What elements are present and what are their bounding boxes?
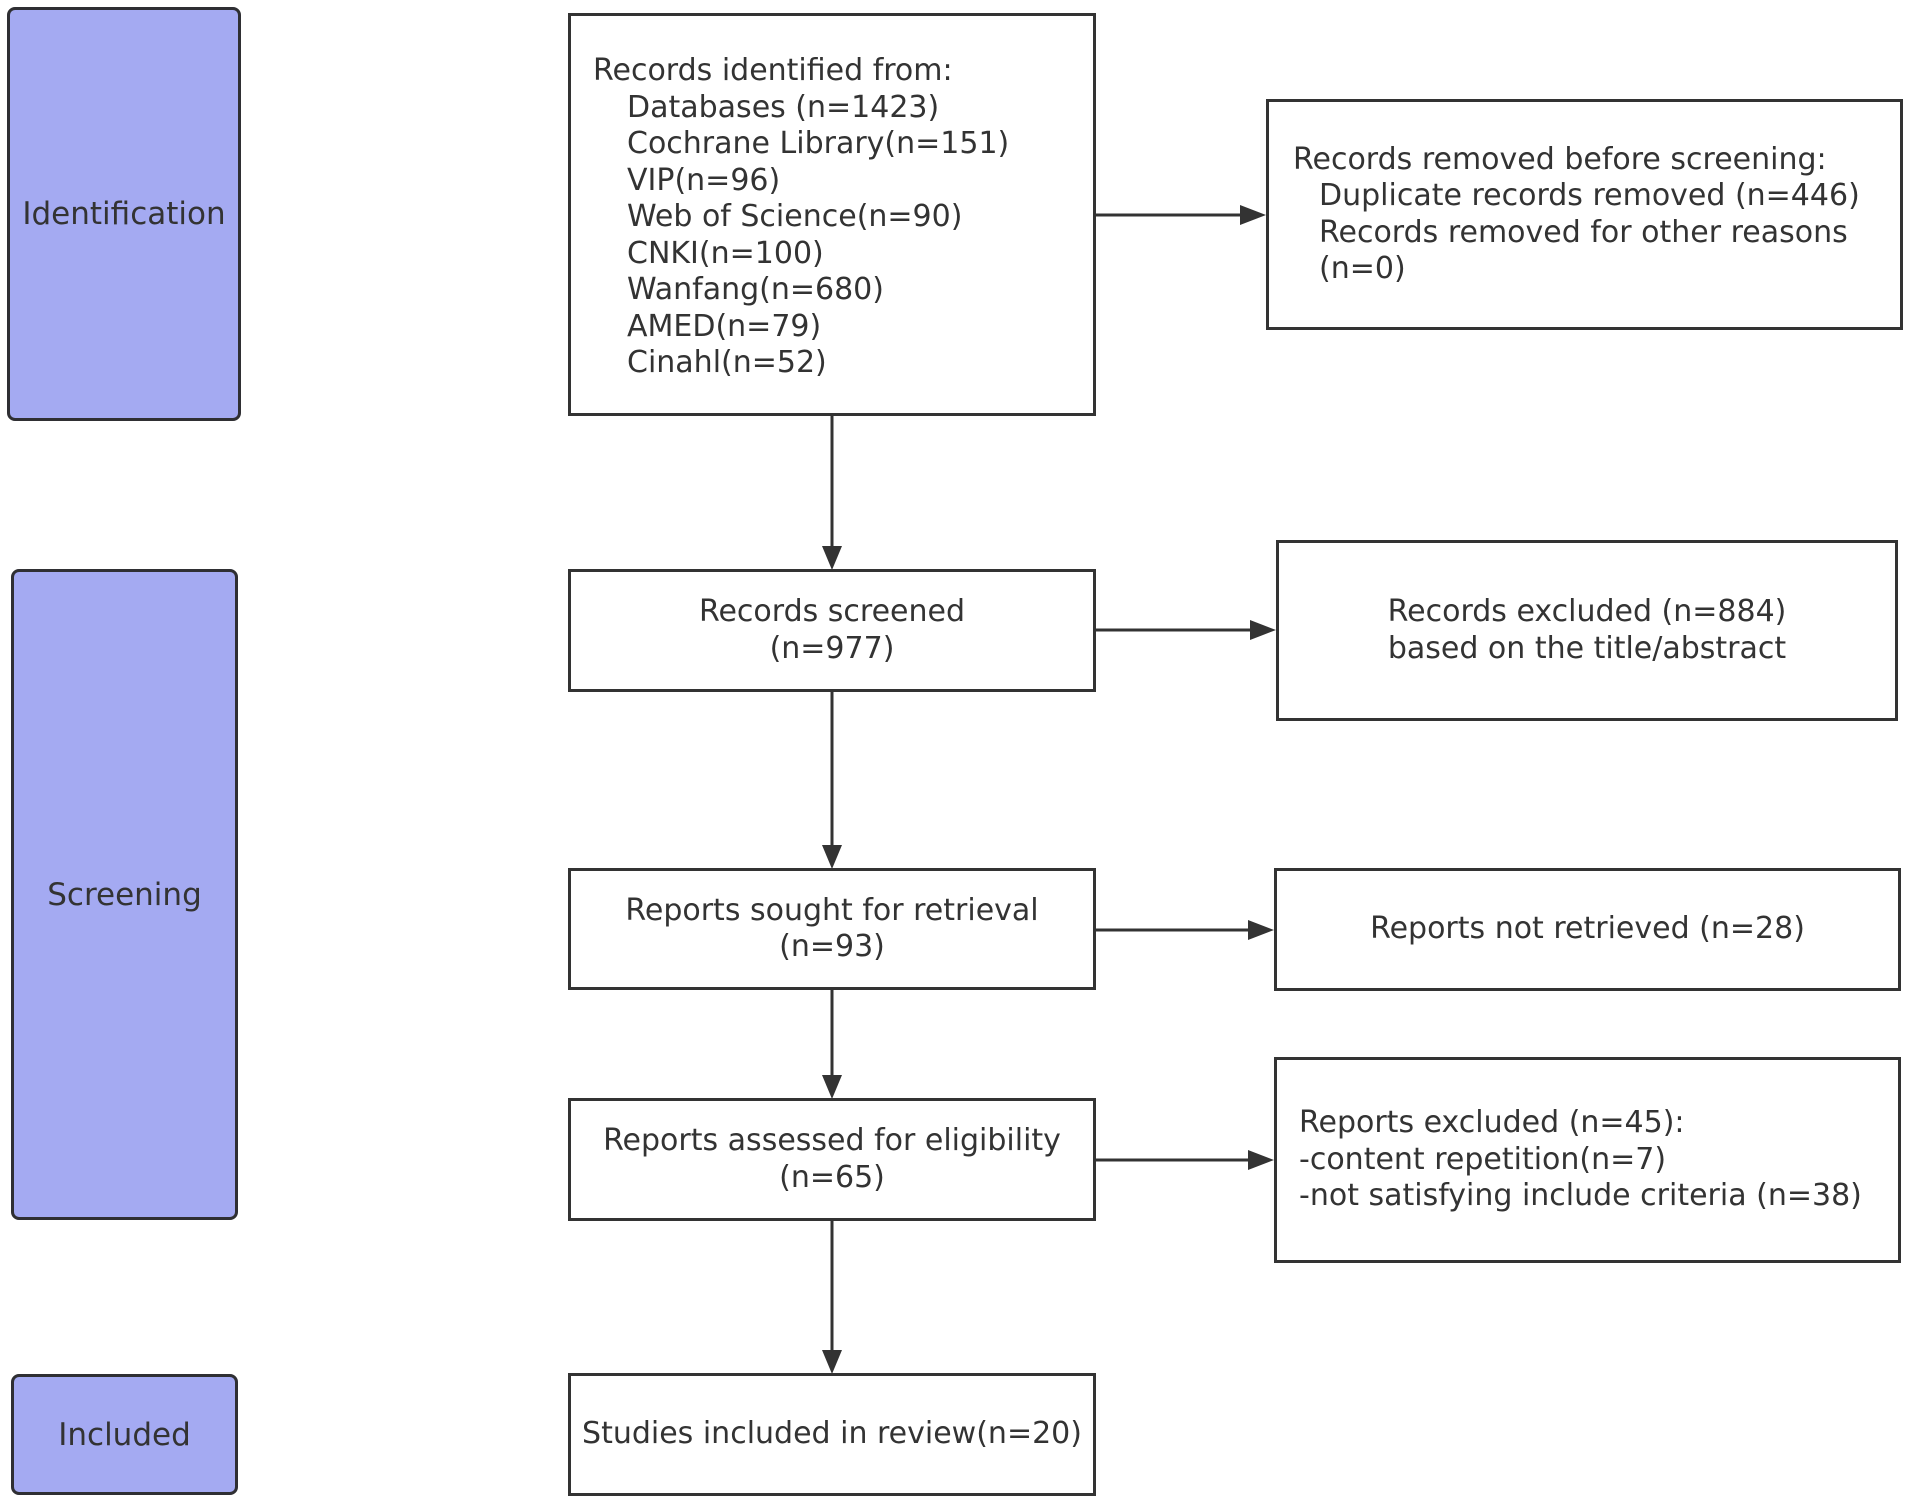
reports-excluded-item: -content repetition(n=7) (1299, 1141, 1667, 1177)
source-item: Web of Science(n=90) (627, 199, 963, 235)
reports-not-retrieved-label: Reports not retrieved (n=28) (1370, 911, 1805, 947)
removed-item: Duplicate records removed (n=446) (1319, 178, 1860, 213)
phase-screening-label: Screening (47, 876, 202, 913)
phase-included: Included (11, 1374, 238, 1495)
source-item: AMED(n=79) (627, 308, 822, 344)
records-removed-list: Duplicate records removed (n=446) Record… (1293, 178, 1900, 288)
records-excluded-box: Records excluded (n=884) based on the ti… (1276, 540, 1898, 721)
phase-identification: Identification (7, 7, 241, 421)
records-screened-count: (n=977) (769, 630, 895, 666)
reports-assessed-count: (n=65) (779, 1159, 885, 1195)
arrowhead-right-1 (1240, 205, 1266, 225)
records-identified-heading: Records identified from: (593, 53, 953, 89)
arrowhead-down-3 (822, 1075, 842, 1099)
records-excluded-reason: based on the title/abstract (1387, 630, 1787, 666)
source-item: VIP(n=96) (627, 162, 781, 198)
arrowhead-right-3 (1248, 920, 1274, 940)
records-screened-box: Records screened (n=977) (568, 569, 1096, 692)
source-item: Cinahl(n=52) (627, 345, 827, 381)
reports-assessed-box: Reports assessed for eligibility (n=65) (568, 1098, 1096, 1221)
arrowhead-down-1 (822, 546, 842, 570)
records-identified-box: Records identified from: Databases (n=14… (568, 13, 1096, 416)
reports-excluded-box: Reports excluded (n=45): -content repeti… (1274, 1057, 1901, 1263)
arrowhead-right-2 (1250, 620, 1276, 640)
studies-included-label: Studies included in review(n=20) (582, 1416, 1082, 1452)
removed-item: Records removed for other reasons (1319, 214, 1848, 250)
source-item: CNKI(n=100) (627, 235, 824, 271)
source-item: Wanfang(n=680) (627, 272, 884, 308)
reports-excluded-heading: Reports excluded (n=45): (1299, 1105, 1685, 1141)
reports-sought-count: (n=93) (779, 929, 885, 964)
arrowhead-down-4 (822, 1350, 842, 1374)
reports-sought-box: Reports sought for retrieval (n=93) (568, 868, 1096, 990)
reports-excluded-item: -not satisfying include criteria (n=38) (1299, 1178, 1862, 1214)
phase-included-label: Included (58, 1416, 191, 1453)
source-item: Cochrane Library(n=151) (627, 126, 1010, 162)
source-item: Databases (n=1423) (627, 89, 940, 125)
reports-assessed-label: Reports assessed for eligibility (603, 1123, 1061, 1158)
arrowhead-down-2 (822, 845, 842, 869)
removed-item: (n=0) (1319, 251, 1406, 286)
reports-not-retrieved-box: Reports not retrieved (n=28) (1274, 868, 1901, 991)
reports-sought-label: Reports sought for retrieval (625, 892, 1039, 928)
phase-identification-label: Identification (22, 196, 226, 232)
arrowhead-right-4 (1248, 1150, 1274, 1170)
studies-included-box: Studies included in review(n=20) (568, 1373, 1096, 1496)
source-list: Databases (n=1423) Cochrane Library(n=15… (593, 90, 1093, 382)
records-screened-label: Records screened (698, 594, 966, 629)
records-excluded-label: Records excluded (n=884) (1387, 594, 1787, 629)
records-removed-box: Records removed before screening: Duplic… (1266, 99, 1903, 330)
records-removed-heading: Records removed before screening: (1293, 141, 1827, 177)
phase-screening: Screening (11, 569, 238, 1220)
